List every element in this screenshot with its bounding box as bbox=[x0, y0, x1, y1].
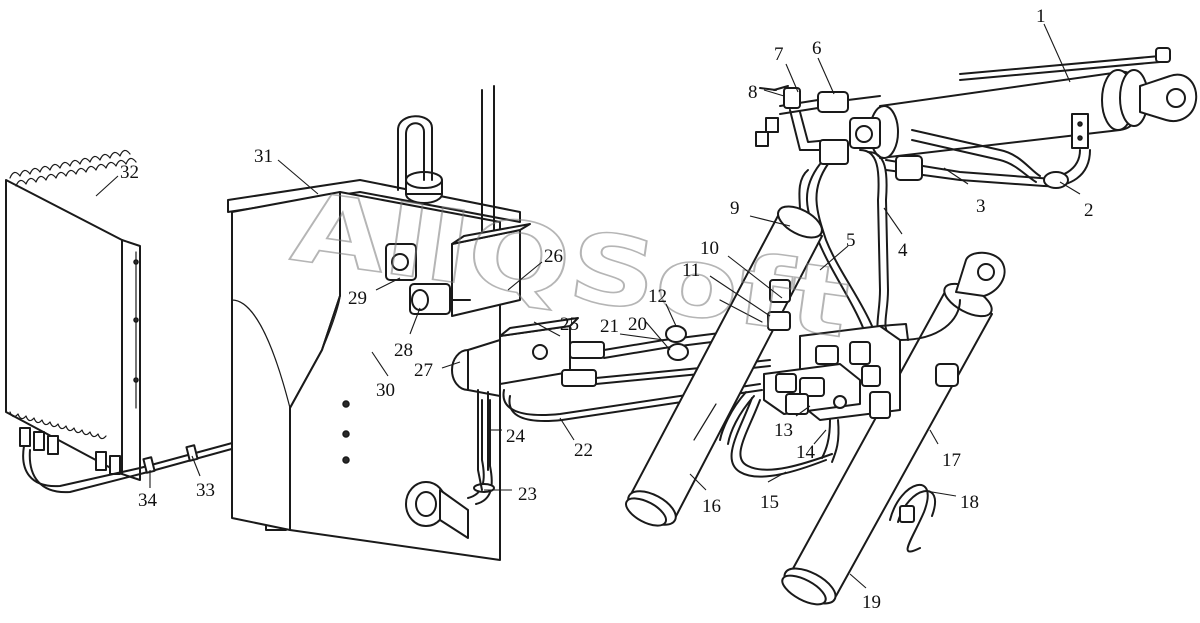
callout-10: 10 bbox=[700, 238, 719, 259]
callout-23: 23 bbox=[518, 484, 537, 505]
callout-34: 34 bbox=[138, 490, 158, 511]
callout-14: 14 bbox=[796, 442, 816, 463]
callout-8: 8 bbox=[748, 82, 758, 103]
callout-11: 11 bbox=[682, 260, 700, 281]
cylinder-19 bbox=[781, 251, 1006, 606]
callout-24: 24 bbox=[506, 426, 526, 447]
callout-1: 1 bbox=[1036, 6, 1046, 27]
callout-27: 27 bbox=[414, 360, 433, 381]
callout-22: 22 bbox=[574, 440, 593, 461]
callout-7: 7 bbox=[774, 44, 784, 65]
cylinder-16 bbox=[625, 205, 823, 527]
callout-2: 2 bbox=[1084, 200, 1094, 221]
callout-33: 33 bbox=[196, 480, 215, 501]
callout-18: 18 bbox=[960, 492, 979, 513]
callout-21: 21 bbox=[600, 316, 619, 337]
callout-4: 4 bbox=[898, 240, 908, 261]
pump-valve-group bbox=[409, 223, 605, 491]
callout-20: 20 bbox=[628, 314, 647, 335]
callout-12: 12 bbox=[648, 286, 667, 307]
callout-29: 29 bbox=[348, 288, 367, 309]
callout-30: 30 bbox=[376, 380, 395, 401]
callout-5: 5 bbox=[846, 230, 856, 251]
callout-19: 19 bbox=[862, 592, 881, 613]
callout-13: 13 bbox=[774, 420, 793, 441]
callout-3: 3 bbox=[976, 196, 986, 217]
callout-31: 31 bbox=[254, 146, 273, 167]
callout-15: 15 bbox=[760, 492, 779, 513]
callout-16: 16 bbox=[702, 496, 721, 517]
leader-lines bbox=[95, 23, 1081, 589]
callout-17: 17 bbox=[942, 450, 961, 471]
oil-cooler bbox=[5, 149, 149, 494]
callout-9: 9 bbox=[730, 198, 740, 219]
callout-6: 6 bbox=[812, 38, 822, 59]
callout-labels: 1 2 3 4 5 6 7 8 9 10 11 12 13 14 15 16 1… bbox=[120, 6, 1094, 613]
control-valve bbox=[719, 299, 961, 478]
callout-26: 26 bbox=[544, 246, 563, 267]
callout-28: 28 bbox=[394, 340, 413, 361]
callout-32: 32 bbox=[120, 162, 139, 183]
callout-25: 25 bbox=[560, 314, 579, 335]
